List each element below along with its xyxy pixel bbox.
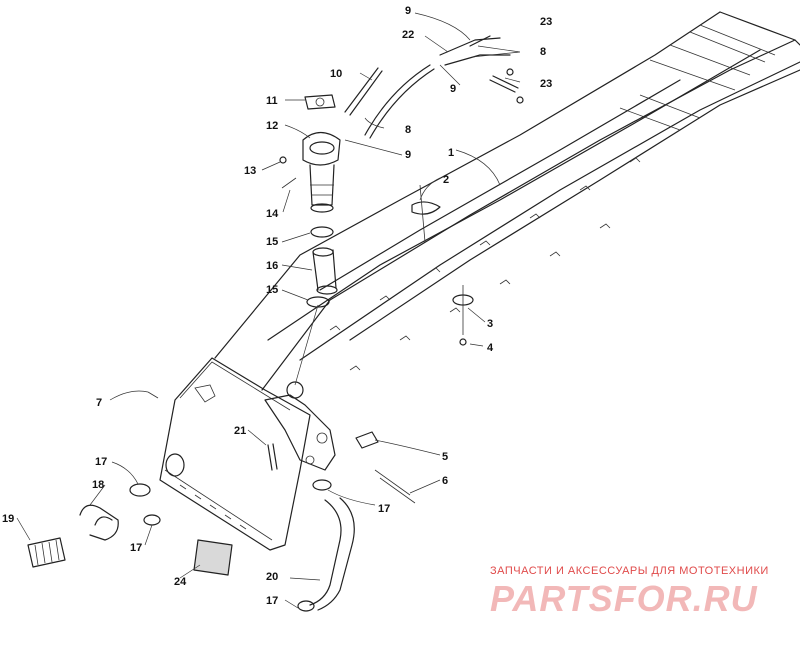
filler-neck-assembly	[294, 94, 341, 386]
callout-7: 7	[96, 397, 102, 409]
hose-18	[79, 504, 119, 541]
callout-24: 24	[174, 576, 187, 588]
callout-17-left: 17	[95, 456, 107, 468]
callout-17-bottom: 17	[266, 595, 278, 607]
callout-21: 21	[234, 425, 246, 437]
fasteners	[147, 68, 524, 399]
callout-19: 19	[2, 513, 14, 525]
coupler-19	[27, 537, 66, 568]
callout-12: 12	[266, 120, 278, 132]
callout-23-top: 23	[540, 16, 552, 28]
callout-4: 4	[487, 342, 494, 354]
watermark-tagline: ЗАПЧАСТИ И АКСЕССУАРЫ ДЛЯ МОТОТЕХНИКИ	[490, 565, 769, 577]
callout-22: 22	[402, 29, 414, 41]
callout-15-bottom: 15	[266, 284, 278, 296]
watermark-logo: PARTSFOR.RU	[490, 578, 758, 619]
fitting-body	[264, 381, 336, 471]
callout-23-bottom: 23	[540, 78, 552, 90]
callout-8-top: 8	[540, 46, 546, 58]
callout-6: 6	[442, 475, 448, 487]
callout-3: 3	[487, 318, 493, 330]
callout-20: 20	[266, 571, 278, 583]
callout-8-mid: 8	[405, 124, 411, 136]
callout-labels: 1 2 3 4 5 6 7 8 8 9 9 9 10 11 12 13 14 1…	[2, 5, 552, 607]
callout-1: 1	[448, 147, 454, 159]
callout-16: 16	[266, 260, 278, 272]
pad-24	[193, 539, 233, 576]
callout-2: 2	[443, 174, 449, 186]
callout-18: 18	[92, 479, 104, 491]
outlet-hose-20	[297, 497, 355, 612]
callout-15-top: 15	[266, 236, 278, 248]
callout-5: 5	[442, 451, 448, 463]
callout-9-top: 9	[405, 5, 411, 17]
tunnel-rails	[214, 11, 800, 391]
callout-9-right: 9	[450, 83, 456, 95]
heat-exchanger-box	[159, 357, 311, 551]
callout-17-right: 17	[378, 503, 390, 515]
callout-10: 10	[330, 68, 342, 80]
callout-9-mid: 9	[405, 149, 411, 161]
callout-11: 11	[266, 95, 278, 107]
leader-lines	[16, 12, 521, 609]
mount-brackets	[355, 184, 474, 504]
callout-17-lower: 17	[130, 542, 142, 554]
callout-14: 14	[266, 208, 279, 220]
vent-lines	[344, 35, 519, 139]
strap-21	[267, 443, 278, 471]
callout-13: 13	[244, 165, 256, 177]
